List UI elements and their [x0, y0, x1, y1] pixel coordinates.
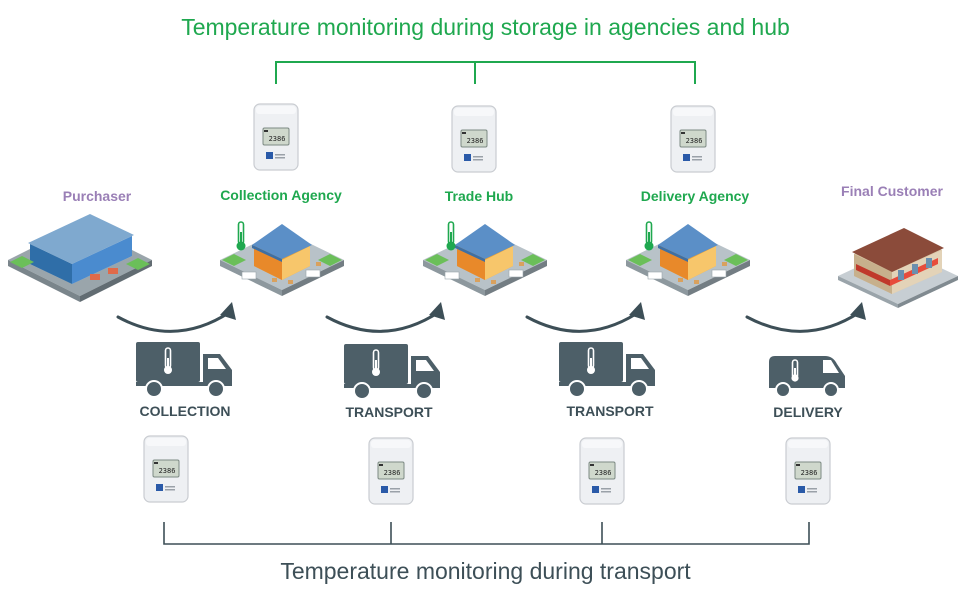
warehouse-icon: [422, 223, 548, 297]
temperature-logger-icon: [579, 437, 625, 505]
transport-bracket: [163, 522, 810, 545]
flow-arrow: [116, 310, 232, 333]
arrow-head: [429, 302, 445, 320]
temperature-logger-icon: [670, 105, 716, 173]
node-label-delivery-agency: Delivery Agency: [640, 188, 750, 204]
transport-label-transport: TRANSPORT: [566, 403, 654, 419]
thermometer-icon: [643, 221, 655, 252]
flow-arrow: [325, 310, 441, 333]
flow-arrow: [525, 310, 641, 333]
van-icon: [768, 355, 846, 398]
store-icon: [838, 228, 958, 308]
temperature-logger-icon: [451, 105, 497, 173]
arrow-head: [220, 302, 236, 320]
transport-monitoring-title: Temperature monitoring during transport: [280, 558, 691, 584]
arrow-head: [850, 302, 866, 320]
temperature-logger-icon: [143, 435, 189, 503]
temperature-logger-icon: [785, 437, 831, 505]
thermometer-icon: [235, 221, 247, 252]
truck-icon: [558, 341, 656, 398]
temperature-logger-icon: [368, 437, 414, 505]
thermometer-icon: [445, 221, 457, 252]
warehouse-icon: [8, 214, 152, 302]
node-label-trade-hub: Trade Hub: [444, 188, 514, 204]
node-label-final-customer: Final Customer: [841, 183, 943, 199]
transport-label-transport: TRANSPORT: [345, 404, 433, 420]
transport-label-delivery: DELIVERY: [773, 404, 843, 420]
truck-icon: [135, 341, 233, 398]
node-label-collection-agency: Collection Agency: [220, 187, 342, 203]
storage-bracket: [275, 61, 696, 84]
temperature-logger-icon: [253, 103, 299, 171]
transport-label-collection: COLLECTION: [139, 403, 231, 419]
truck-icon: [343, 343, 441, 400]
arrow-head: [629, 302, 645, 320]
flow-arrow: [745, 310, 862, 333]
node-label-purchaser: Purchaser: [62, 188, 132, 204]
storage-monitoring-title: Temperature monitoring during storage in…: [181, 14, 790, 40]
warehouse-icon: [625, 223, 751, 297]
